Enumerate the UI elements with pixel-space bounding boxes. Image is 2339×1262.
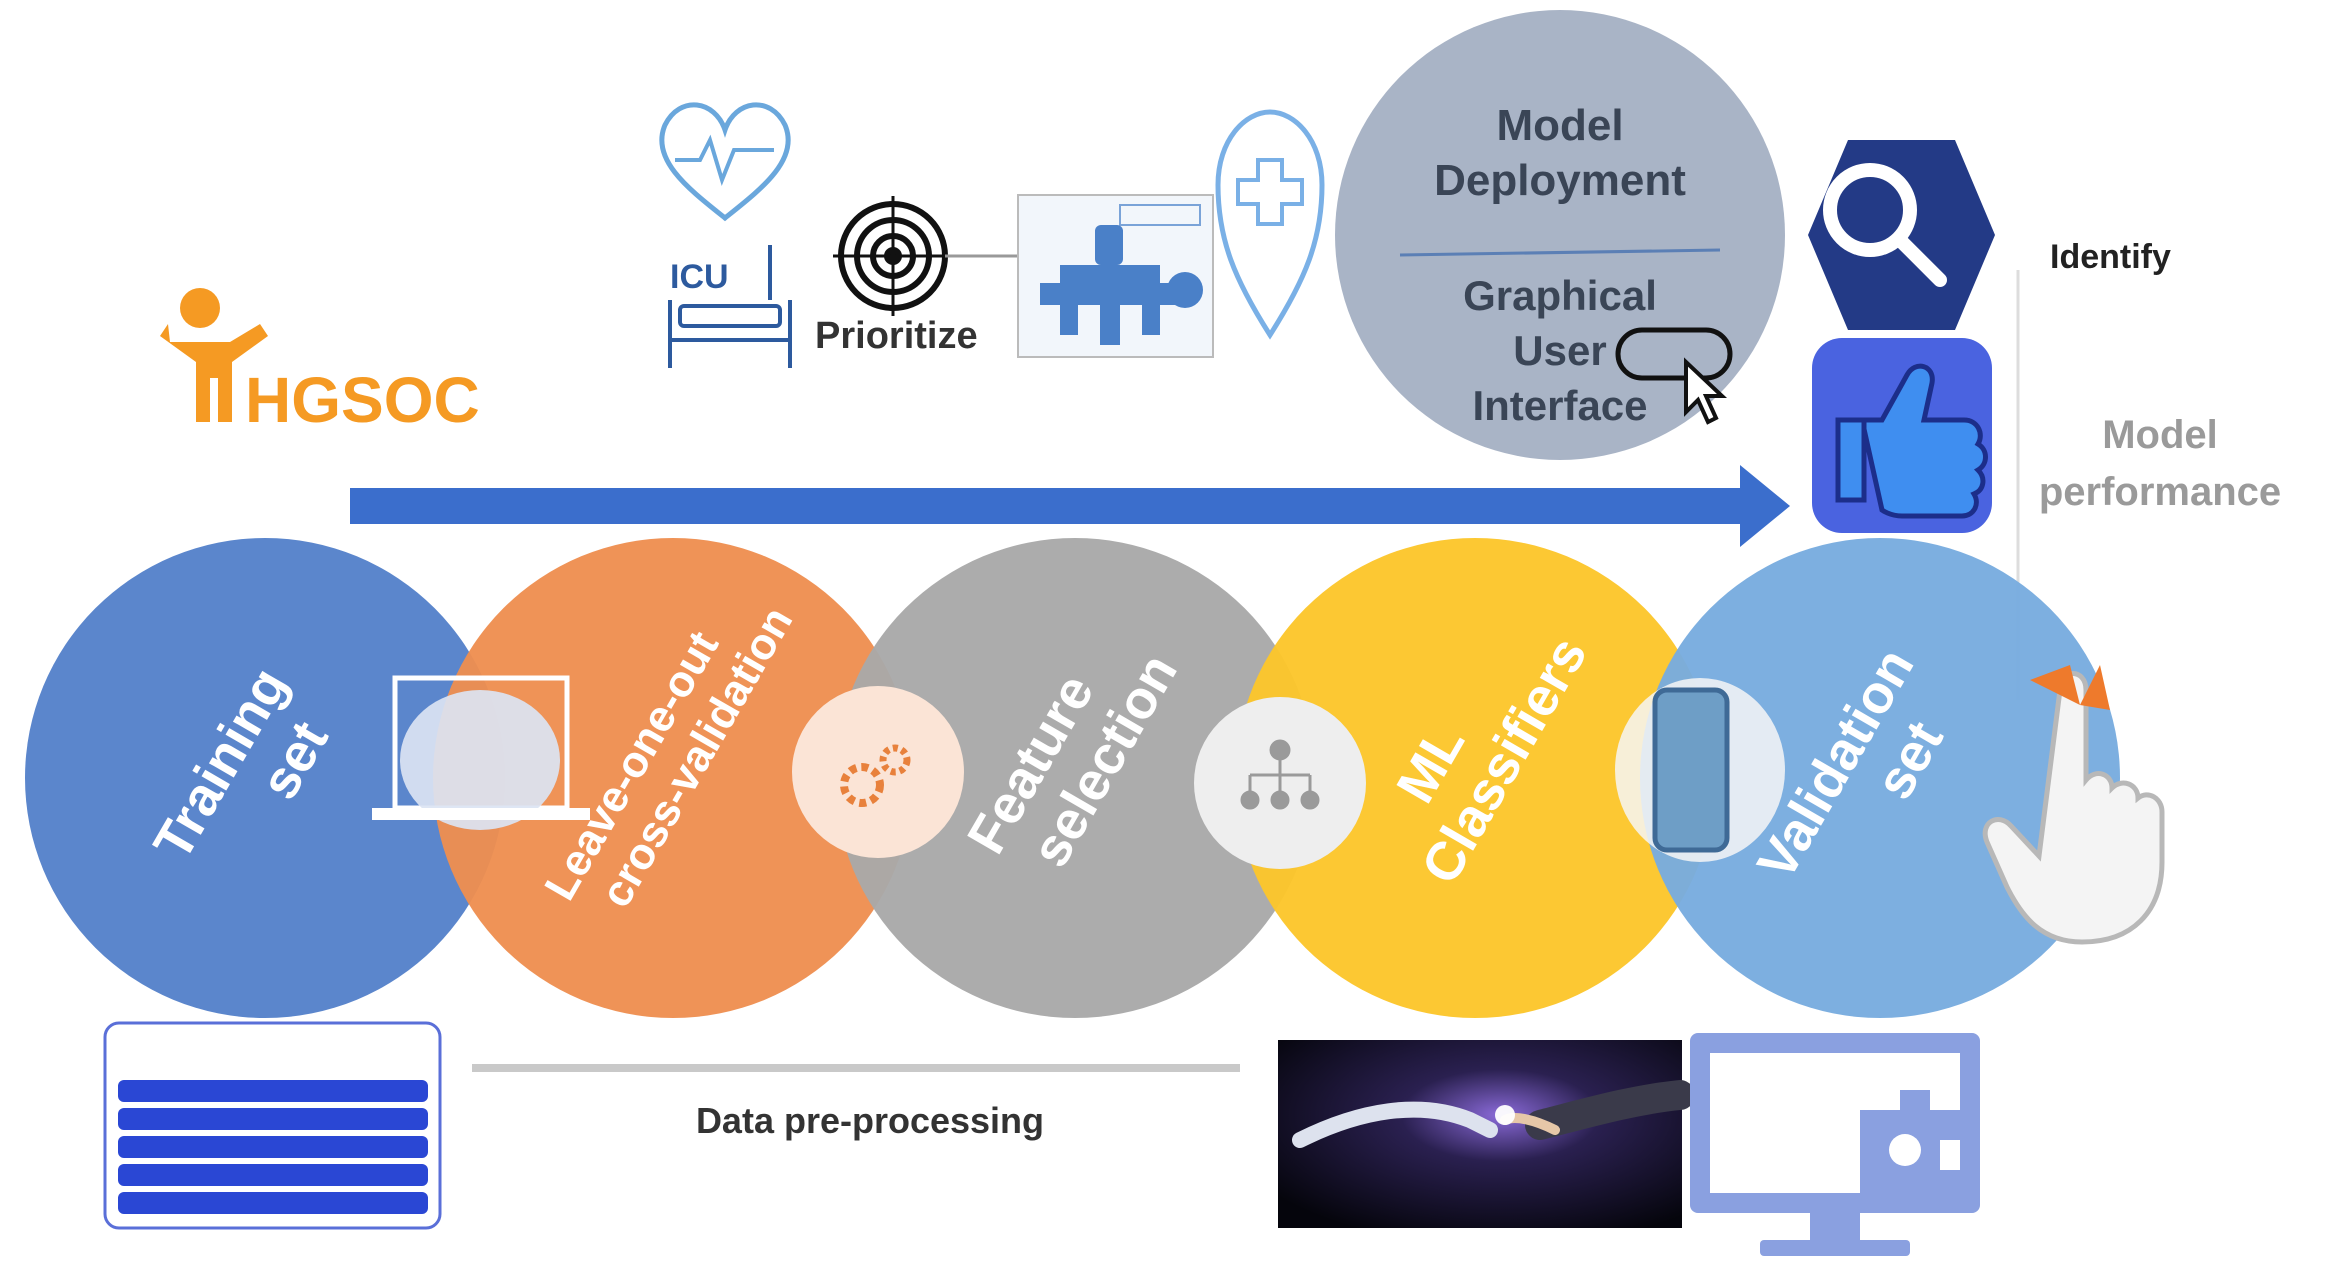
gui-line1: Graphical [1463,272,1657,319]
hgsoc-text: HGSOC [245,364,480,436]
laptop-icon [372,675,590,830]
bed-icon [668,245,792,368]
thumbs-up-box [1812,338,1992,533]
stage-circle-loocv [433,538,913,1018]
model-performance-line2: performance [2039,470,2281,514]
hand-reminder-icon [1982,665,2165,945]
ai-hands-image [1278,1040,1695,1228]
stage-circle-validation-set [1640,538,2120,1018]
server-rack-icon [103,1021,442,1230]
deployment-circle: Model Deployment Graphical User Interfac… [1335,10,1785,460]
blueprint-image [1017,194,1214,358]
deployment-title-line2: Deployment [1434,156,1686,205]
gui-line2: User [1513,327,1606,374]
model-performance-line1: Model [2102,413,2218,457]
deployment-title-line1: Model [1496,101,1623,150]
stage-circle-feature-selection [835,538,1315,1018]
flow-arrow [350,465,1790,547]
stage-circle-training-set [25,538,505,1018]
cursor-button-icon [1615,327,1733,425]
prioritize-label: Prioritize [815,315,978,357]
gui-line3: Interface [1472,382,1647,429]
thumbs-up-icon [1835,363,1988,519]
monitor-settings-icon [1690,1033,1980,1256]
medical-pin-icon [1215,109,1325,340]
hgsoc-logo: HGSOC [160,288,480,436]
search-icon [1823,163,1947,287]
person-icon [160,288,268,422]
phone-icon [1615,678,1785,862]
target-icon [833,196,953,316]
heart-icon [659,102,791,222]
identify-label: Identify [2050,238,2171,276]
icu-label: ICU [670,258,729,296]
gears-icon [792,686,964,858]
stage-circle-ml-classifiers [1235,538,1715,1018]
deployment-divider [1399,248,1721,257]
icu-icon: ICU [659,102,792,368]
identify-hexagon [1808,140,1995,330]
data-preprocessing-label: Data pre-processing [696,1100,1044,1141]
hierarchy-icon [1194,697,1366,869]
